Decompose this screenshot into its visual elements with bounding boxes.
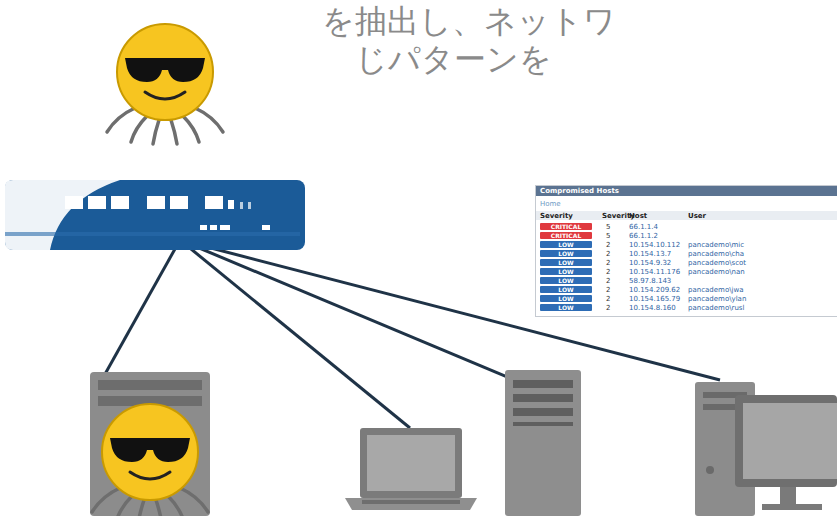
badge-text: LOW (558, 286, 573, 293)
severity-number: 2 (606, 268, 610, 276)
severity-number: 5 (606, 232, 610, 240)
host-address: 10.154.13.7 (629, 250, 671, 258)
badge-text: LOW (558, 250, 573, 257)
severity-badge: LOW (540, 268, 592, 275)
badge-text: LOW (558, 277, 573, 284)
server-tower (505, 370, 581, 516)
host-address: 66.1.1.4 (629, 223, 658, 231)
laptop (345, 428, 477, 510)
column-header: Host (629, 212, 647, 220)
user-name: pancademo\ylan (688, 295, 746, 303)
table-header-row (536, 211, 837, 220)
severity-badge: CRITICAL (540, 223, 592, 230)
badge-text: LOW (558, 241, 573, 248)
column-header: Severity (540, 212, 573, 220)
host-address: 58.97.8.143 (629, 277, 671, 285)
panel-title: Compromised Hosts (536, 186, 837, 196)
severity-number: 2 (606, 241, 610, 249)
desktop-computer (695, 382, 837, 516)
severity-number: 2 (606, 250, 610, 258)
host-address: 10.154.8.160 (629, 304, 676, 312)
user-name: pancademo\rusl (688, 304, 744, 312)
user-name: pancademo\cha (688, 250, 744, 258)
badge-text: LOW (558, 304, 573, 311)
user-name: pancademo\nan (688, 268, 745, 276)
user-name: pancademo\jwa (688, 286, 743, 294)
badge-text: LOW (558, 295, 573, 302)
badge-text: CRITICAL (551, 223, 581, 230)
user-name: pancademo\scot (688, 259, 746, 267)
user-name: pancademo\mic (688, 241, 744, 249)
severity-badge: LOW (540, 277, 592, 284)
host-address: 10.154.10.112 (629, 241, 680, 249)
severity-badge: LOW (540, 259, 592, 266)
severity-number: 2 (606, 286, 610, 294)
host-address: 10.154.209.62 (629, 286, 680, 294)
severity-number: 5 (606, 223, 610, 231)
severity-badge: LOW (540, 241, 592, 248)
host-address: 66.1.1.2 (629, 232, 658, 240)
host-address: 10.154.165.79 (629, 295, 680, 303)
severity-badge: LOW (540, 295, 592, 302)
heading-text: を抽出し、ネットワ (322, 4, 616, 39)
severity-badge: LOW (540, 286, 592, 293)
severity-number: 2 (606, 259, 610, 267)
severity-badge: CRITICAL (540, 232, 592, 239)
severity-badge: LOW (540, 250, 592, 257)
malware-icon (107, 24, 223, 144)
host-address: 10.154.9.32 (629, 259, 671, 267)
badge-text: CRITICAL (551, 232, 581, 239)
table-panel: Compromised HostsCRITICAL CRITICAL LOW LOW L… (535, 185, 837, 317)
breadcrumb: Home (540, 200, 561, 208)
malware-icon (92, 404, 208, 516)
severity-number: 2 (606, 304, 610, 312)
column-header: User (688, 212, 706, 220)
firewall-appliance (5, 180, 305, 250)
severity-number: 2 (606, 295, 610, 303)
host-address: 10.154.11.176 (629, 268, 680, 276)
badge-text: LOW (558, 268, 573, 275)
badge-text: LOW (558, 259, 573, 266)
heading-text: じパターンを (355, 42, 552, 77)
severity-badge: LOW (540, 304, 592, 311)
severity-number: 2 (606, 277, 610, 285)
